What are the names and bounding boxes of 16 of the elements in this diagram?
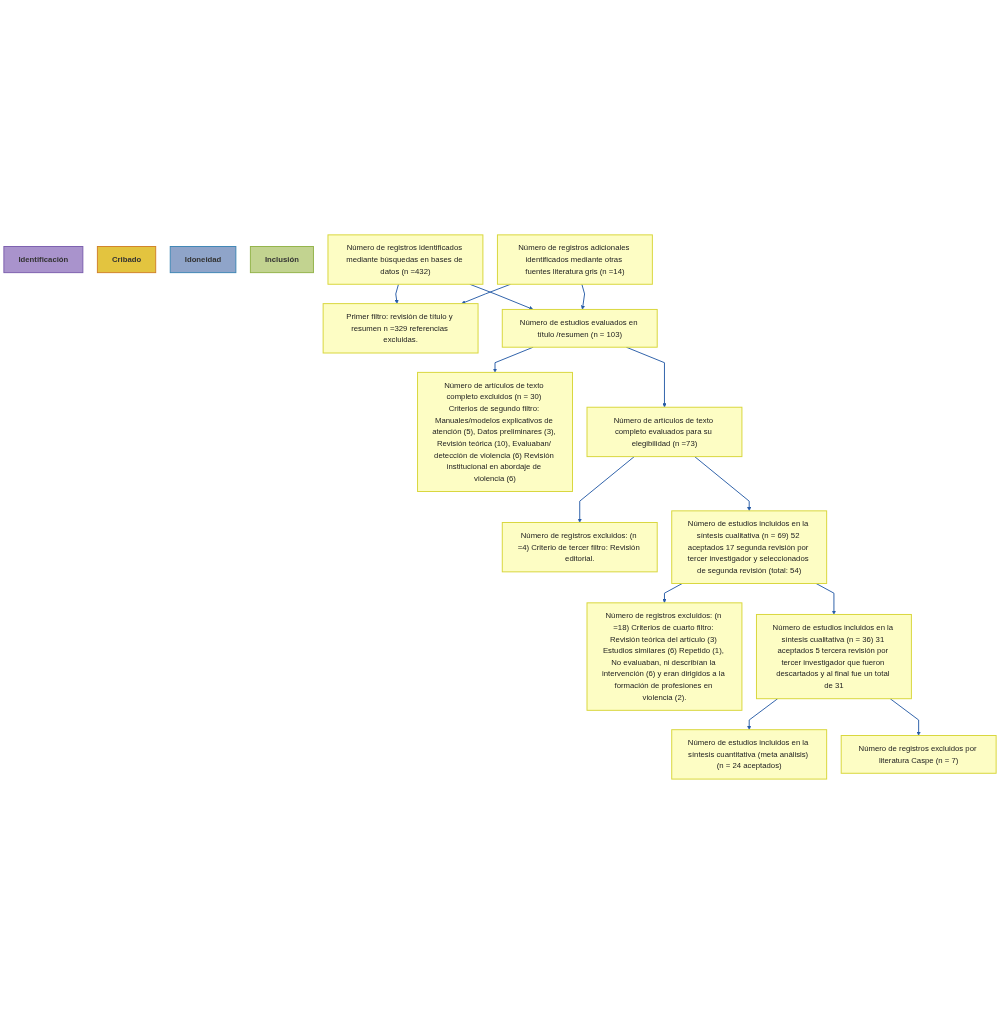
node-box <box>249 245 314 273</box>
node-box <box>671 728 828 780</box>
node-box <box>671 509 828 584</box>
node-box <box>3 245 84 273</box>
node-box <box>840 734 997 774</box>
node-box <box>586 406 743 457</box>
node-box <box>755 613 912 699</box>
node-box <box>96 245 157 273</box>
node-box <box>417 371 573 492</box>
node-box <box>496 233 653 285</box>
node-box <box>501 521 658 572</box>
node-box <box>327 233 484 285</box>
node-box <box>322 302 479 353</box>
node-box <box>501 308 658 348</box>
node-box <box>169 245 237 273</box>
node-box <box>586 601 743 711</box>
